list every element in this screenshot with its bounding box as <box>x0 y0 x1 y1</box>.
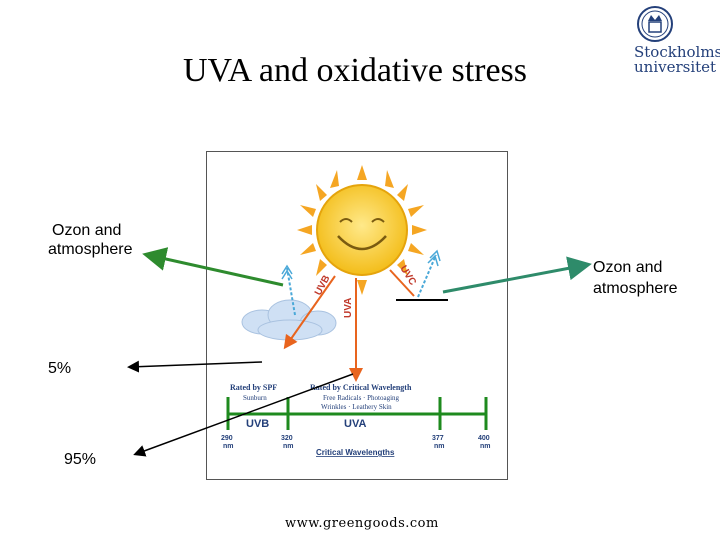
uvb-reflected-ray <box>286 267 296 316</box>
critical-sub-1: Free Radicals · Photoaging <box>323 394 400 402</box>
tick-400-unit: nm <box>480 443 491 450</box>
right-ozon-arrow <box>442 256 592 294</box>
tick-400: 400 <box>478 435 490 442</box>
uvb-ray <box>283 275 336 350</box>
tick-377: 377 <box>432 435 444 442</box>
uvc-ray <box>389 269 415 297</box>
left-ozon-label-line2: atmosphere <box>48 241 133 258</box>
tick-377-unit: nm <box>434 443 445 450</box>
spf-header: Rated by SPF <box>230 383 277 392</box>
wavelength-scale <box>226 397 488 430</box>
band-uva-label: UVA <box>344 418 366 430</box>
sun-icon <box>297 165 427 295</box>
tick-320: 320 <box>281 435 293 442</box>
five-percent-arrow <box>127 360 263 373</box>
uvb-ray-label: UVB <box>313 274 333 298</box>
band-uvb-label: UVB <box>246 418 269 430</box>
critical-sub-2: Wrinkles · Leathery Skin <box>321 403 392 411</box>
right-ozon-label-line2: atmosphere <box>593 280 678 297</box>
ninety-five-percent-label: 95% <box>64 451 97 468</box>
uvc-reflect-chevron-icon <box>427 249 441 267</box>
right-ozon-label-line1: Ozon and <box>593 259 663 276</box>
slide-title: UVA and oxidative stress <box>182 52 528 89</box>
tick-290-unit: nm <box>223 443 234 450</box>
uvb-reflect-chevron-icon <box>281 264 293 280</box>
spf-subheader: Sunburn <box>243 394 267 402</box>
tick-290: 290 <box>221 435 233 442</box>
logo-line-1: Stockholms <box>634 43 720 61</box>
five-percent-label: 5% <box>48 360 72 377</box>
uva-ray-label: UVA <box>343 298 354 318</box>
critical-header: Rated by Critical Wavelength <box>310 383 412 392</box>
uvc-ray-label: UVC <box>397 264 418 288</box>
uvc-reflected-ray <box>417 254 437 298</box>
tick-320-unit: nm <box>283 443 294 450</box>
cloud-icon <box>241 299 337 341</box>
source-url: www.greengoods.com <box>285 516 439 531</box>
left-ozon-label-line1: Ozon and <box>52 222 122 239</box>
critical-wavelengths-label: Critical Wavelengths <box>316 448 395 457</box>
left-ozon-arrow <box>142 247 284 287</box>
ninety-five-percent-arrow <box>133 373 354 457</box>
logo-line-2: universitet <box>634 58 717 76</box>
